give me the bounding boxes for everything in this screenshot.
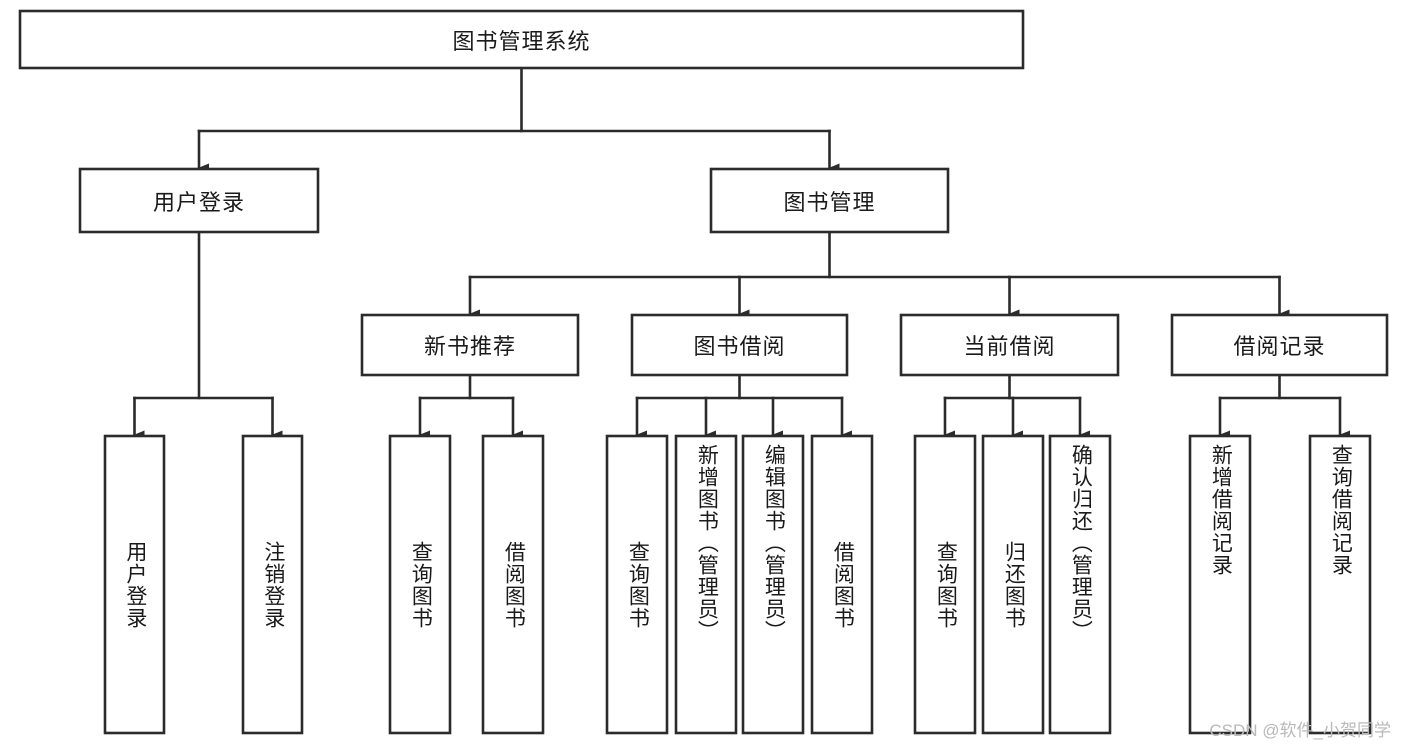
- node-box-leaf_cb_query[interactable]: [913, 434, 977, 735]
- node-box-leaf_bb_add[interactable]: [674, 434, 738, 735]
- node-box-borrow_record[interactable]: [1170, 313, 1389, 377]
- node-box-leaf_nb_borrow[interactable]: [481, 434, 545, 735]
- node-box-book_borrow[interactable]: [630, 313, 849, 377]
- node-box-leaf_bb_borrow[interactable]: [810, 434, 874, 735]
- node-box-leaf_user_login[interactable]: [103, 434, 166, 735]
- node-box-new_book_rec[interactable]: [360, 313, 580, 377]
- node-box-root[interactable]: [18, 9, 1025, 70]
- node-box-leaf_user_logout[interactable]: [241, 434, 304, 735]
- node-box-leaf_bb_query[interactable]: [605, 434, 669, 735]
- node-box-leaf_br_query[interactable]: [1308, 434, 1372, 735]
- node-box-leaf_br_add[interactable]: [1188, 434, 1252, 735]
- node-box-leaf_bb_edit[interactable]: [741, 434, 805, 735]
- node-box-user_login[interactable]: [78, 167, 320, 234]
- node-box-book_manage[interactable]: [709, 167, 950, 234]
- node-box-leaf_cb_confirm[interactable]: [1048, 434, 1112, 735]
- node-box-cur_borrow[interactable]: [899, 313, 1120, 377]
- node-box-leaf_cb_return[interactable]: [981, 434, 1045, 735]
- watermark: CSDN @软件_小贺同学: [1209, 721, 1391, 740]
- edges-layer: [133, 66, 1350, 440]
- nodes-layer: [18, 9, 1389, 735]
- node-box-leaf_nb_query[interactable]: [388, 434, 452, 735]
